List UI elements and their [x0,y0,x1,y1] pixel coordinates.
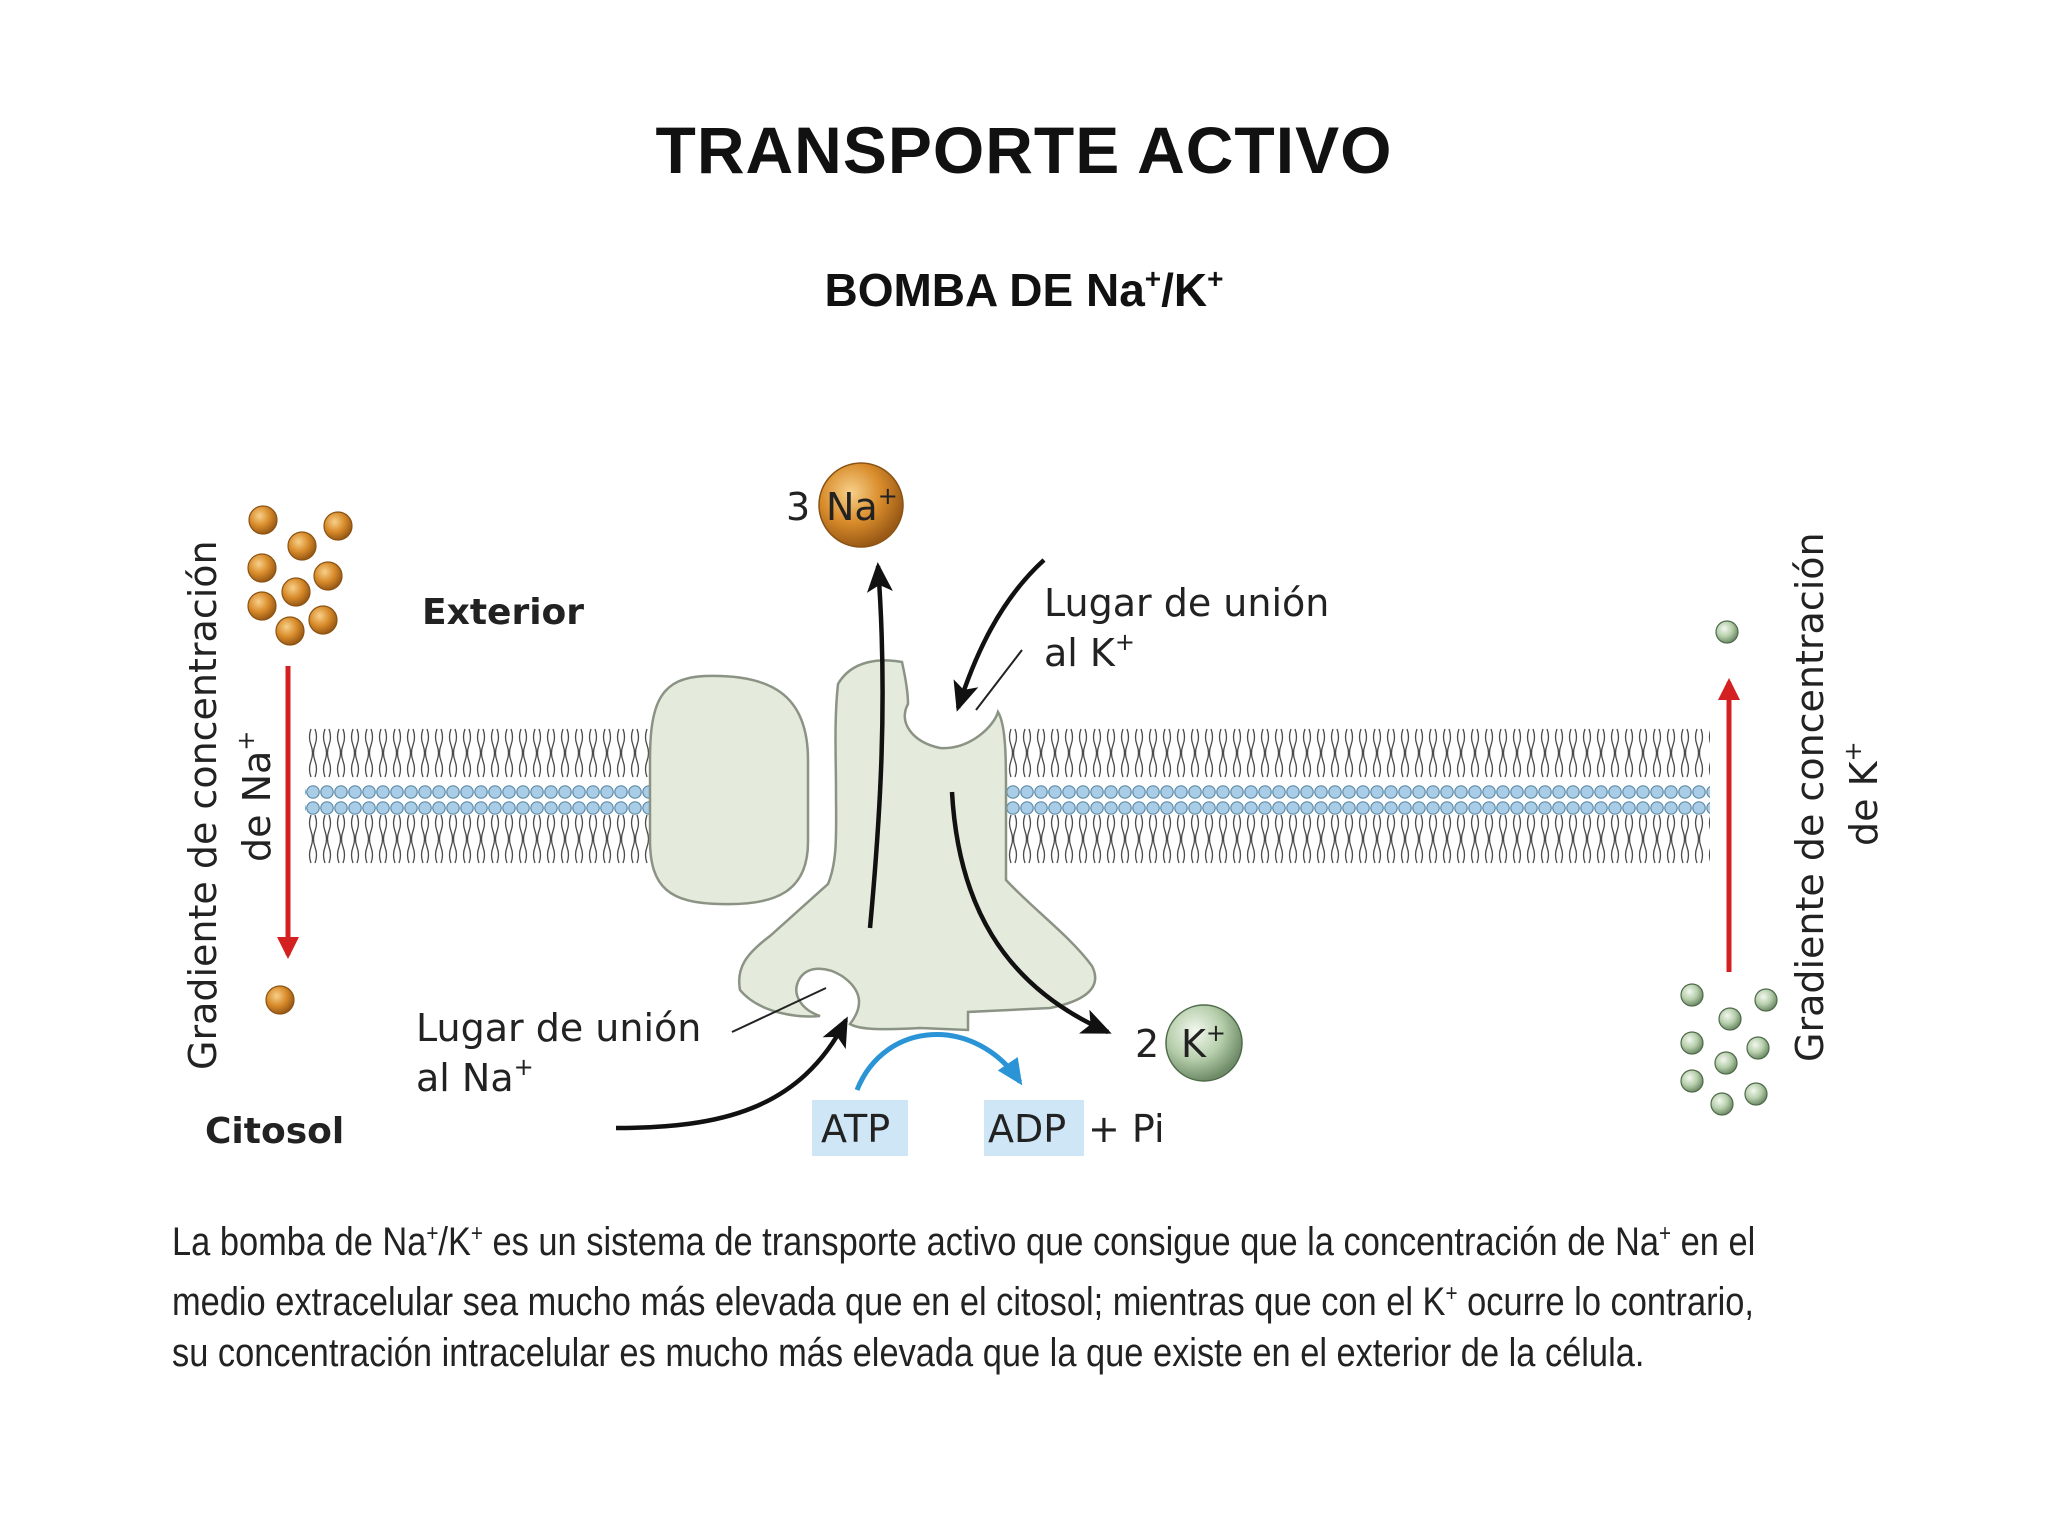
na-binding-label-ion: al Na [416,1056,514,1100]
caption-text: ocurre lo contrario, [1457,1280,1754,1324]
membrane-right [1005,724,1710,884]
na-output-label: Na+ [826,482,898,529]
caption-text: La bomba de Na [172,1220,427,1264]
k-ion-icon [1718,1007,1742,1031]
k-entry-arrow [953,558,1046,712]
caption-line-3: su concentración intracelular es mucho m… [172,1331,1645,1375]
caption-line-1: La bomba de Na+/K+ es un sistema de tran… [172,1208,1755,1268]
k-gradient-label-ion: de K [1842,760,1886,846]
k-gradient-label-line2: de K+ [1839,741,1886,846]
atp-hydrolysis-arrow [854,1032,1023,1091]
k-gradient-label-line1: Gradiente de concentración [1788,532,1832,1062]
caption-sup: + [426,1220,439,1247]
na-ion-icon [308,605,338,635]
caption-sup: + [1659,1220,1672,1247]
na-output-ion: Na [826,485,878,529]
caption-line-2: medio extracelular sea mucho más elevada… [172,1268,1754,1328]
k-ion-icon [1710,1092,1734,1116]
na-output-sup: + [878,482,898,510]
na-binding-label-line1: Lugar de unión [416,1006,701,1050]
protein-subunit-left [648,674,810,906]
na-binding-pointer [731,987,827,1033]
na-exit-arrow [866,562,893,929]
na-ion-icon [248,505,278,535]
caption-text: en el [1671,1220,1756,1264]
atp-box [812,1100,908,1156]
citosol-label: Citosol [205,1111,344,1152]
k-ion-icon [1680,1031,1704,1055]
caption-sup: + [1445,1280,1458,1307]
figure-caption: La bomba de Na+/K+ es un sistema de tran… [172,1208,1892,1379]
k-ion-icon [1680,983,1704,1007]
caption-text: /K [438,1220,471,1264]
k-binding-pointer [975,649,1023,711]
protein-pump-body [737,659,1097,1032]
na-ion-icon [247,553,277,583]
k-binding-label-sup: + [1115,628,1135,656]
caption-text: medio extracelular sea mucho más elevada… [172,1280,1446,1324]
k-ion-icon [1715,620,1739,644]
k-output-count: 2 [1135,1022,1159,1066]
adp-label: ADP [988,1107,1066,1151]
k-binding-label-line1: Lugar de unión [1044,581,1329,625]
exterior-label: Exterior [422,592,584,633]
na-ion-icon [281,577,311,607]
k-gradient-label-sup: + [1839,741,1867,761]
adp-box [984,1100,1084,1156]
subtitle-sep: /K [1161,264,1208,316]
page-title: TRANSPORTE ACTIVO [655,113,1393,187]
k-ion-icon [1744,1082,1768,1106]
na-gradient-label-sup: + [232,731,260,751]
na-binding-label-line2: al Na+ [416,1053,534,1100]
na-binding-label-sup: + [514,1053,534,1081]
k-ion-icon [1165,1004,1243,1082]
k-ion-icon [1714,1051,1738,1075]
k-ion-icon [1746,1036,1770,1060]
na-ion-icon [287,531,317,561]
k-binding-label-ion: al K [1044,631,1116,675]
subtitle-sup-k: + [1207,263,1224,294]
na-entry-arrow [615,1016,849,1131]
atp-label: ATP [821,1107,890,1151]
na-ion-icon [275,616,305,646]
na-ion-icon [818,462,904,548]
k-output-label: K+ [1181,1019,1226,1066]
na-gradient-label-ion: de Na [235,751,279,862]
k-ion-icon [1754,988,1778,1012]
na-output-count: 3 [786,485,810,529]
k-ion-cluster-inside [1680,983,1778,1116]
na-gradient-label-line2: de Na+ [232,731,279,862]
na-gradient-label: Gradiente de concentración de Na+ [181,540,279,1070]
na-ion-cluster-outside [247,505,353,646]
na-ion-icon [323,511,353,541]
subtitle-sup-na: + [1144,263,1162,294]
k-output-sup: + [1206,1019,1226,1047]
k-ion-icon [1680,1069,1704,1093]
k-output-ion: K [1181,1022,1207,1066]
membrane-left [305,724,650,884]
na-ion-icon [265,985,295,1015]
subtitle-main: BOMBA DE Na [824,264,1145,316]
na-ion-icon [313,561,343,591]
k-gradient-label: Gradiente de concentración de K+ [1788,532,1886,1062]
na-ion-icon [247,591,277,621]
caption-text: es un sistema de transporte activo que c… [482,1220,1660,1264]
page-subtitle: BOMBA DE Na+/K+ [0,263,2048,317]
caption-sup: + [470,1220,483,1247]
na-gradient-label-line1: Gradiente de concentración [181,540,225,1070]
k-binding-label-line2: al K+ [1044,628,1135,675]
pi-label: + Pi [1088,1107,1165,1151]
k-exit-arrow [949,791,1112,1035]
